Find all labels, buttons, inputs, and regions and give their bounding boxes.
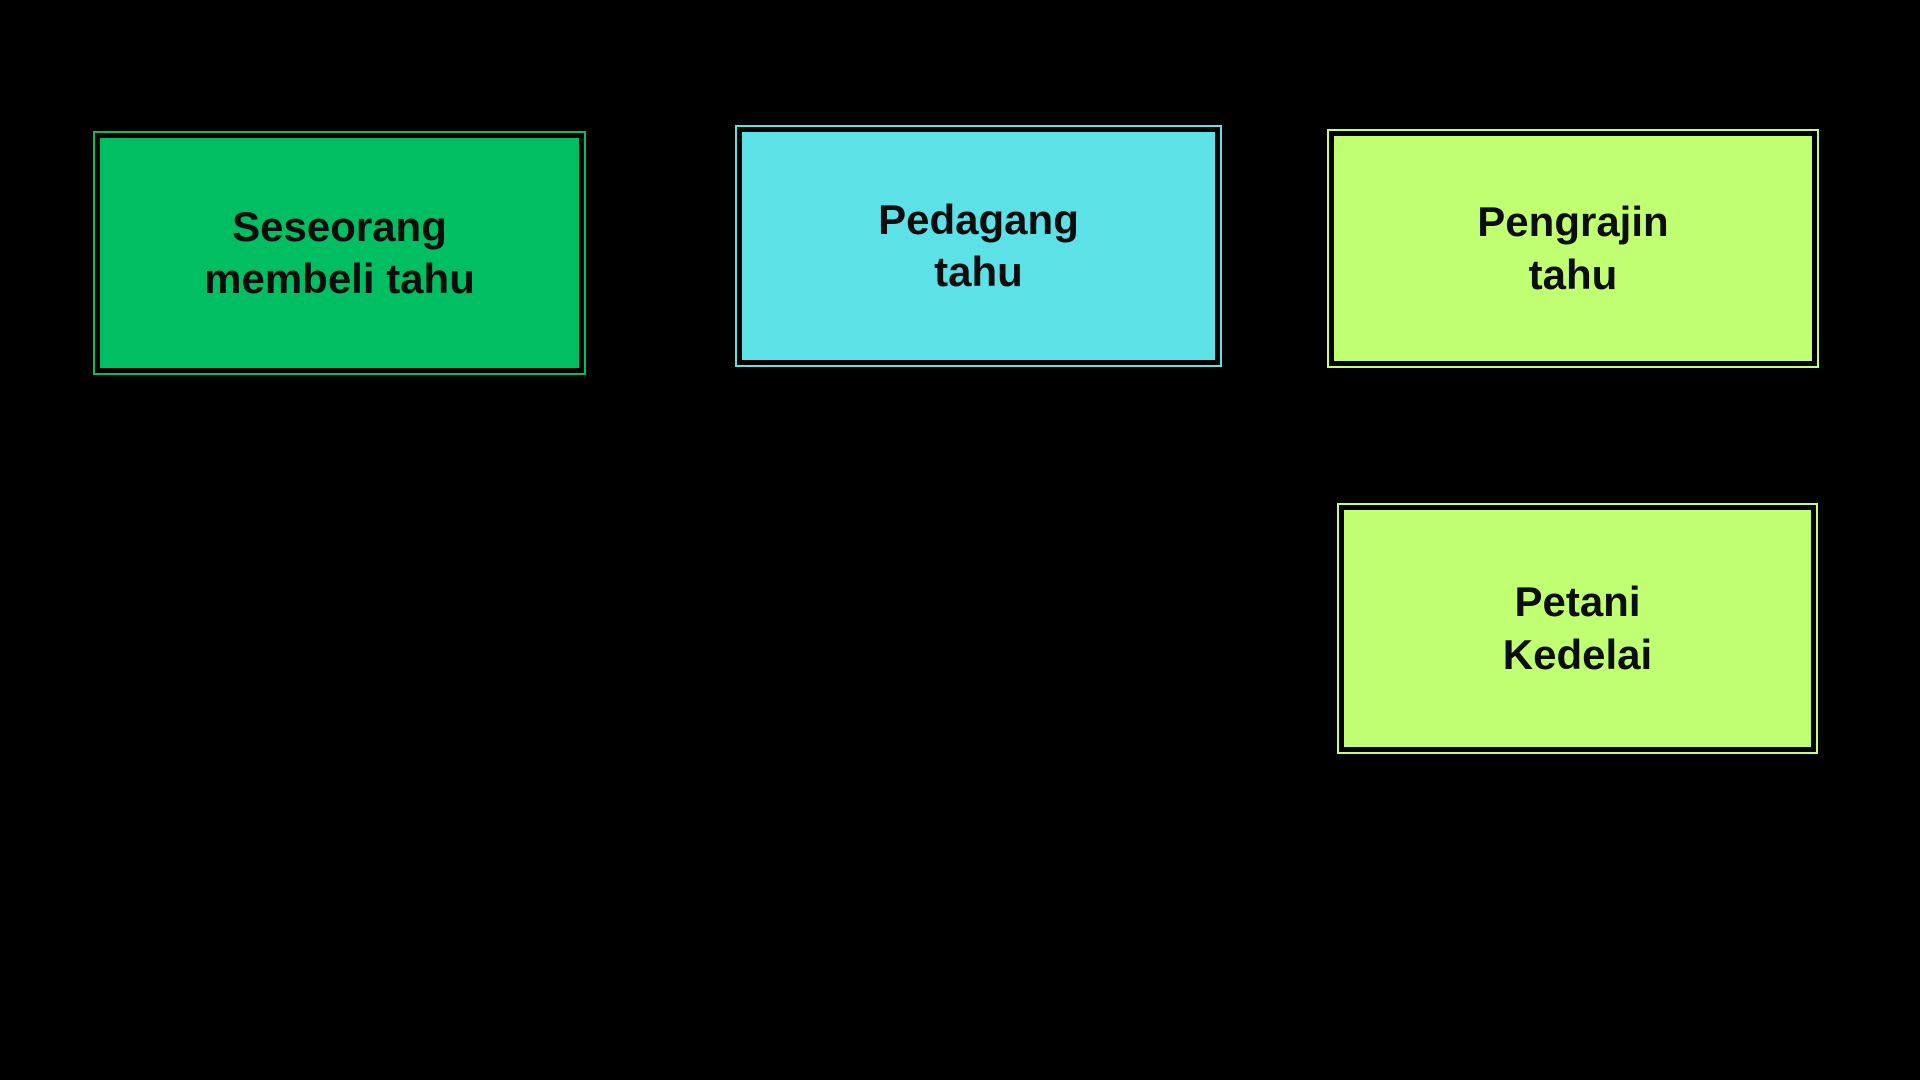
node-label-line1: Pedagang: [878, 195, 1079, 243]
node-label-line2: Kedelai: [1502, 630, 1653, 678]
node-label: Pedagang tahu: [878, 194, 1079, 299]
node-label-line1: Pengrajin: [1477, 198, 1669, 245]
node-pedagang-tahu: Pedagang tahu: [737, 127, 1220, 365]
node-petani-kedelai: Petani Kedelai: [1339, 505, 1816, 752]
node-label-line2: tahu: [934, 248, 1023, 295]
node-pengrajin-tahu: Pengrajin tahu: [1329, 131, 1817, 366]
node-label: Petani Kedelai: [1503, 576, 1652, 681]
node-seseorang-membeli-tahu: Seseorang membeli tahu: [95, 133, 584, 373]
node-label-line2: membeli tahu: [204, 255, 475, 302]
node-label: Pengrajin tahu: [1477, 196, 1668, 301]
node-label-line2: tahu: [1528, 250, 1618, 298]
node-label-line1: Seseorang: [232, 202, 447, 250]
node-label: Seseorang membeli tahu: [204, 201, 475, 306]
node-label-line1: Petani: [1514, 578, 1641, 625]
